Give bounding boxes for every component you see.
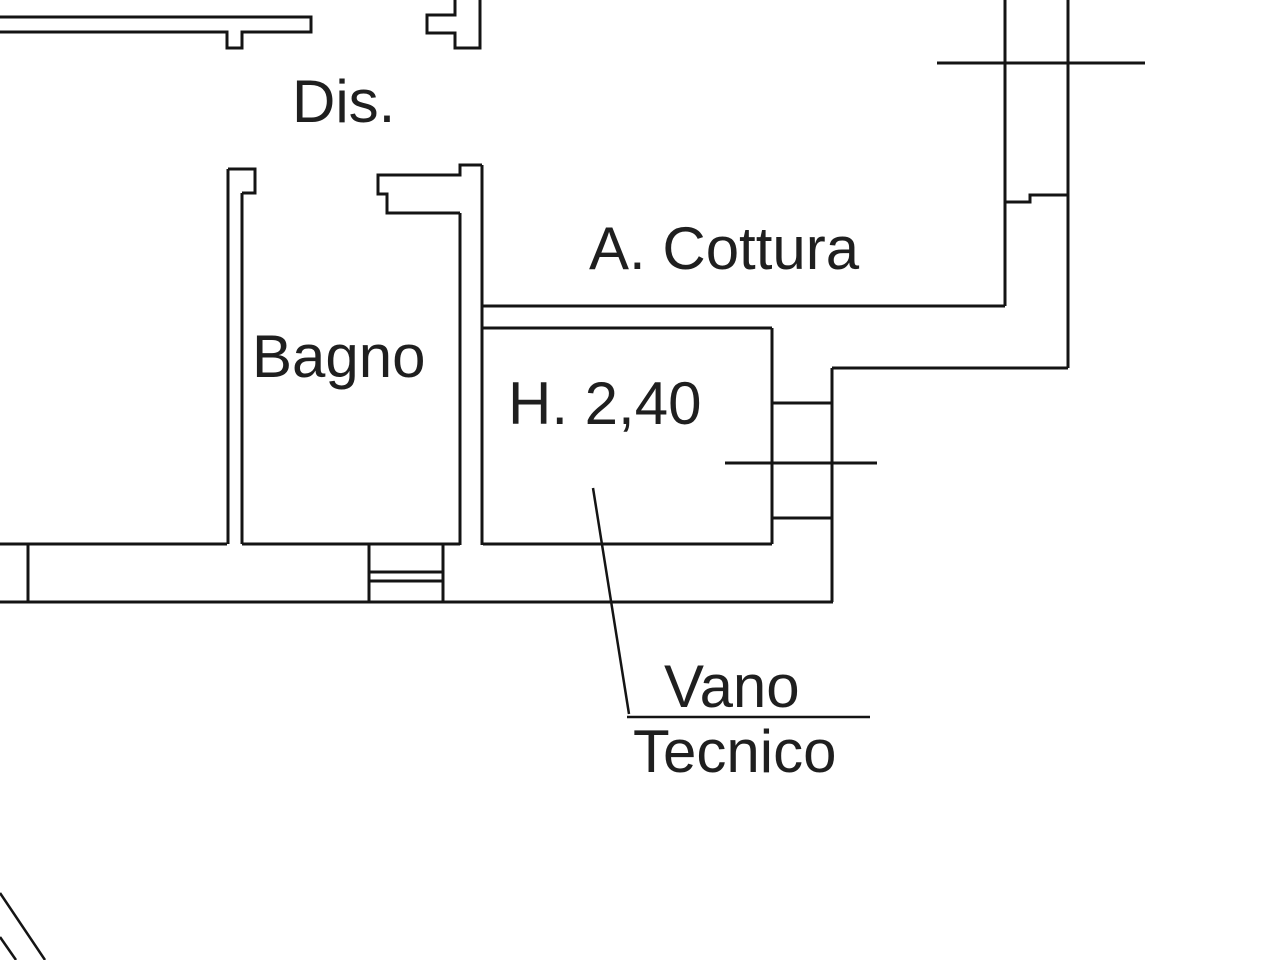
wall-divider-top-hook	[376, 163, 482, 215]
label-bagno: Bagno	[252, 323, 426, 390]
wall-bagno-left-top-tab	[228, 167, 257, 195]
label-vano: Vano	[664, 653, 800, 720]
vano-tecnico-leader-line	[591, 487, 631, 715]
wall-dis-jamb	[425, 0, 482, 50]
label-a-cottura: A. Cottura	[589, 215, 860, 282]
wall-exterior-right-joint-step	[1005, 193, 1068, 204]
stair-diagonal-2	[0, 936, 18, 960]
stair-diagonal-1	[0, 892, 47, 960]
label-dis: Dis.	[292, 68, 396, 135]
label-ceiling-height: H. 2,40	[508, 370, 702, 437]
label-tecnico: Tecnico	[633, 718, 837, 785]
wall-top-left-band	[0, 15, 313, 50]
